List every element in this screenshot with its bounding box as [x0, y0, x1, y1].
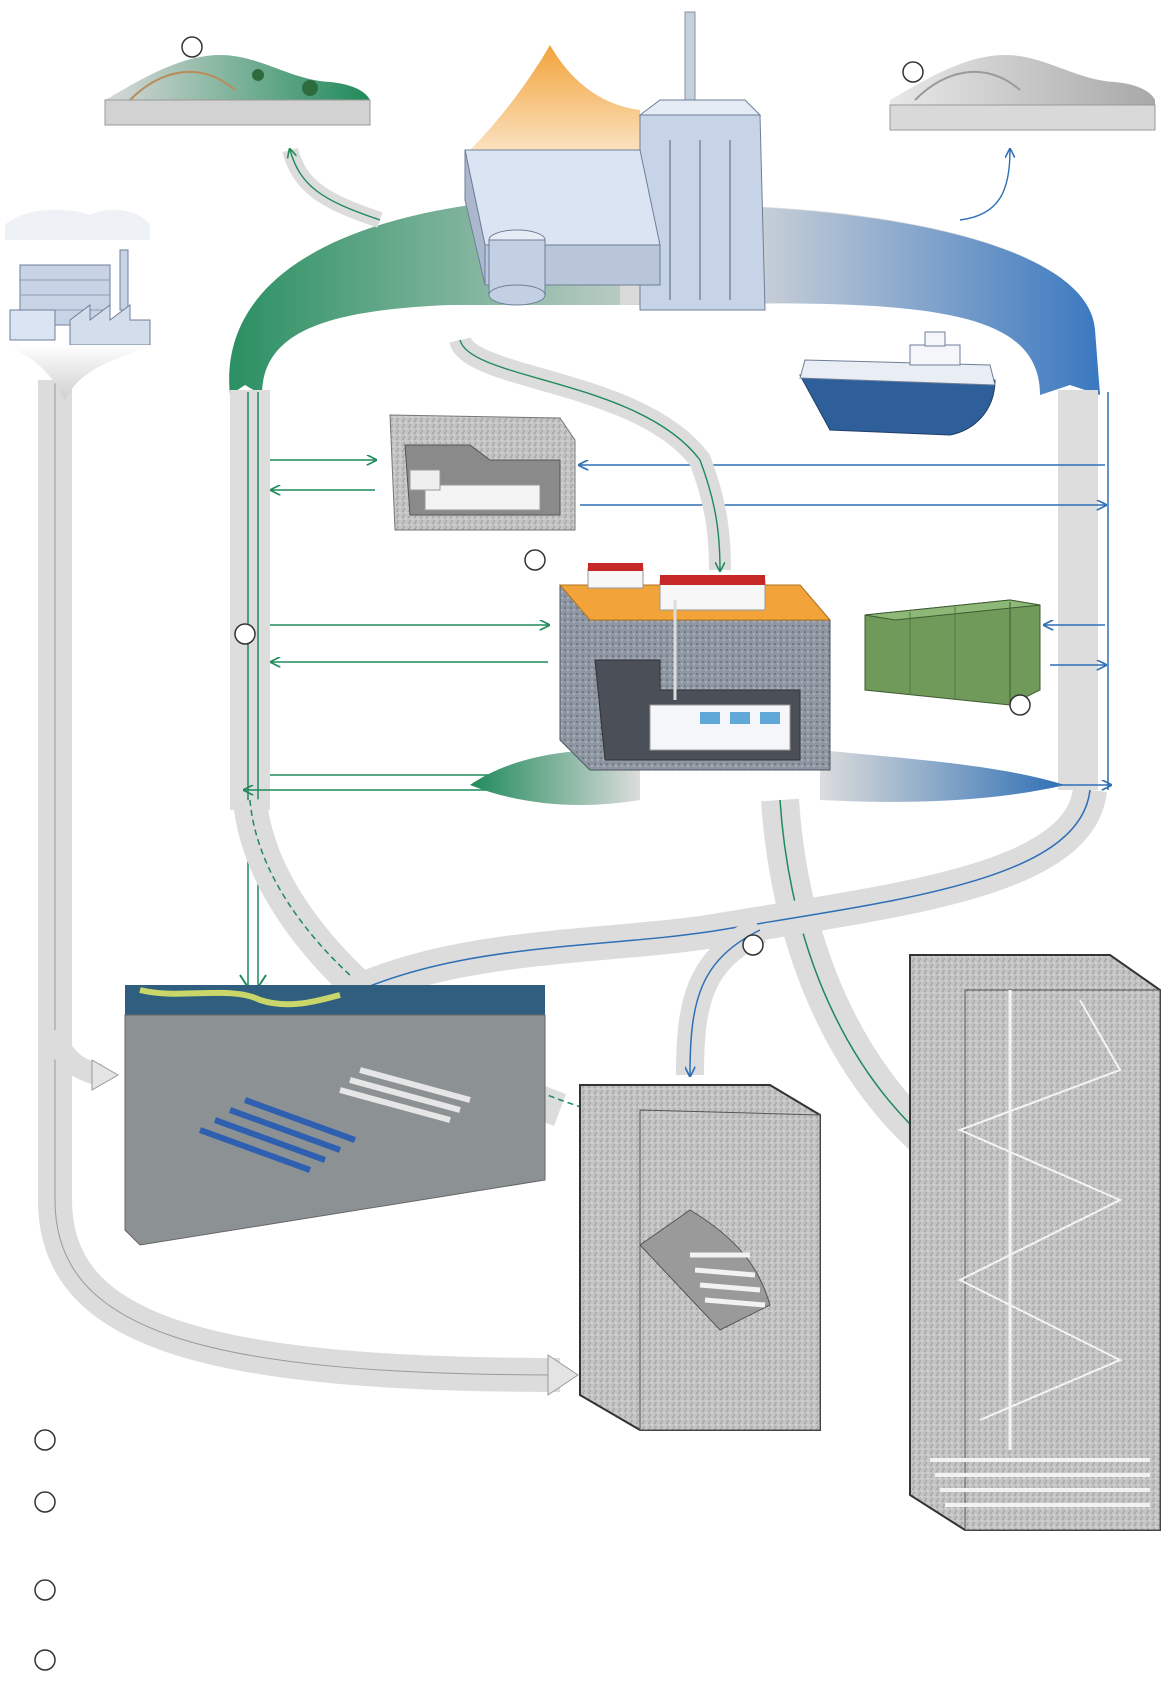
landfill-grey-icon	[889, 55, 1156, 131]
central-facility-icon	[558, 563, 832, 771]
legend-marker	[34, 1579, 56, 1601]
nuclear-plant-icon	[464, 11, 766, 311]
rock-cavern-icon	[389, 414, 576, 531]
marker-landfill-grey	[902, 61, 924, 83]
marker-left-flow	[234, 623, 256, 645]
marker-rock-cavern	[524, 549, 546, 571]
marker-merge	[742, 934, 764, 956]
factory-icon	[5, 209, 155, 400]
blue-outflow-lobe	[820, 750, 1065, 802]
landfill-green-icon	[104, 55, 371, 126]
legend-marker	[34, 1491, 56, 1513]
seabed-repository-icon	[124, 985, 546, 1246]
legend	[34, 1429, 56, 1671]
container-icon	[864, 599, 1041, 706]
industry-waste-flow	[38, 380, 579, 1396]
right-vertical-flow	[1058, 390, 1109, 790]
deep-repository-icon	[909, 954, 1161, 1531]
diagram-markers	[181, 36, 1031, 956]
legend-marker	[34, 1429, 56, 1451]
marker-container	[1009, 694, 1031, 716]
ship-icon	[799, 331, 996, 436]
left-vertical-flow	[230, 390, 270, 997]
legend-marker	[34, 1649, 56, 1671]
flow-connectors	[245, 460, 1110, 790]
marker-landfill-green	[181, 36, 203, 58]
rock-vault-icon	[579, 1084, 821, 1431]
